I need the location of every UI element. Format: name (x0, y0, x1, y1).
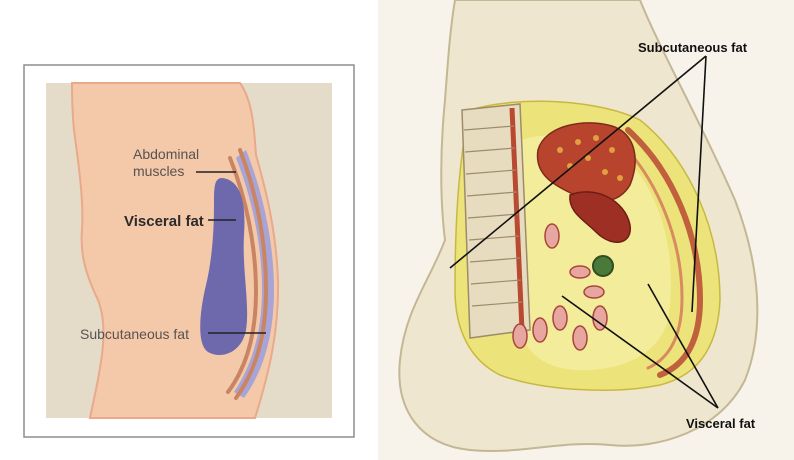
intestine-loop (513, 324, 527, 348)
left-panel: Abdominal muscles Visceral fat Subcutane… (24, 65, 354, 437)
colon-section (593, 256, 613, 276)
subcutaneous-fat-label-right: Subcutaneous fat (638, 40, 748, 55)
liver-spot (602, 169, 608, 175)
abdominal-muscles-label-2: muscles (133, 163, 184, 179)
visceral-fat-label-right: Visceral fat (686, 416, 756, 431)
intestine-loop (570, 266, 590, 278)
intestine-loop (533, 318, 547, 342)
abdominal-muscles-label-1: Abdominal (133, 146, 199, 162)
liver-spot (617, 175, 623, 181)
liver-spot (593, 135, 599, 141)
right-panel: Subcutaneous fat Visceral fat (378, 0, 794, 460)
subcutaneous-fat-label: Subcutaneous fat (80, 326, 189, 342)
intestine-loop (573, 326, 587, 350)
intestine-loop (584, 286, 604, 298)
intestine-loop (545, 224, 559, 248)
spine (462, 104, 530, 338)
intestine-loop (553, 306, 567, 330)
body-silhouette (72, 83, 278, 418)
visceral-fat-label: Visceral fat (124, 213, 204, 230)
liver-spot (557, 147, 563, 153)
liver-spot (575, 139, 581, 145)
liver-spot (609, 147, 615, 153)
